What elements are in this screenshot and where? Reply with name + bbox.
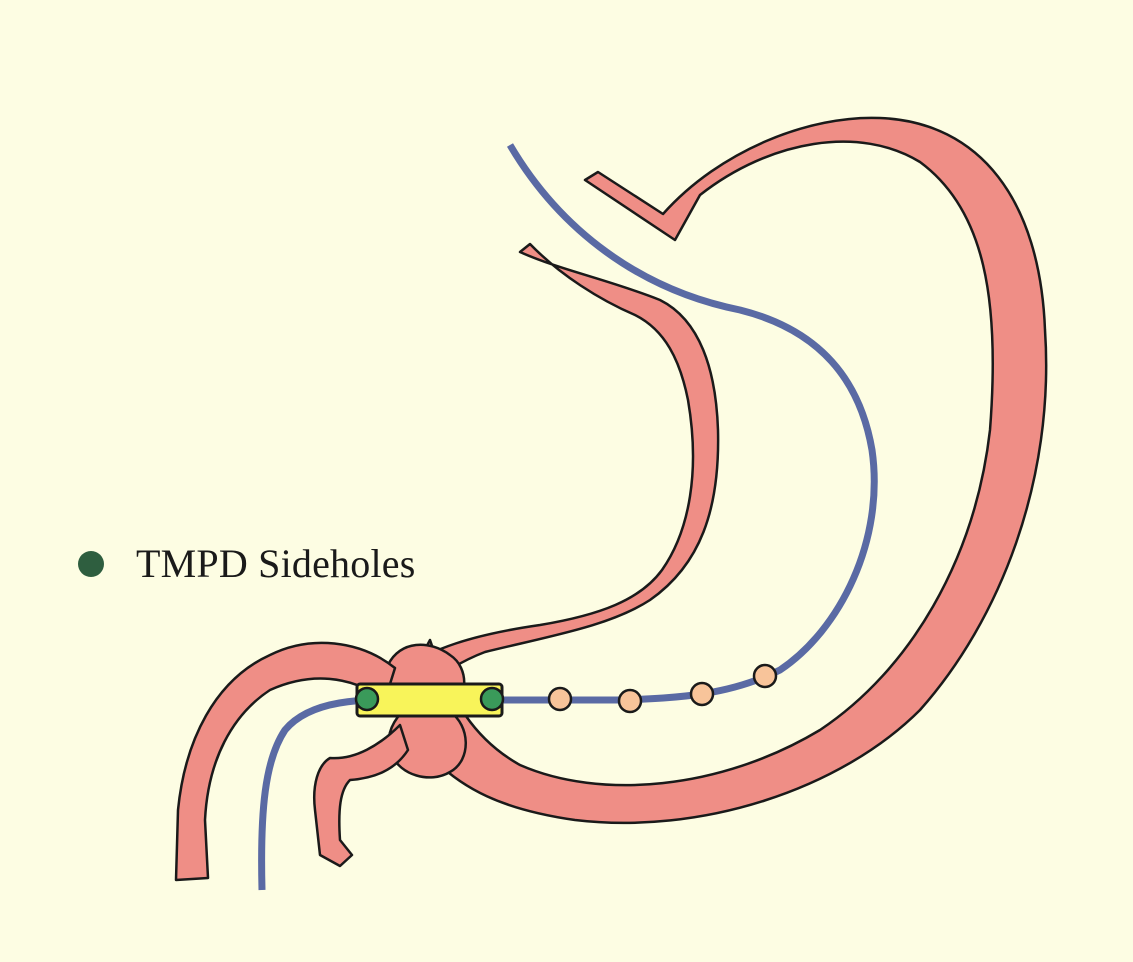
sidehole-proximal: [356, 688, 378, 710]
legend-marker-icon: [78, 551, 104, 577]
point-sensor-1: [549, 688, 571, 710]
sidehole-distal: [481, 688, 503, 710]
legend: TMPD Sideholes: [78, 540, 415, 587]
point-sensor-2: [619, 690, 641, 712]
point-sensor-4: [754, 665, 776, 687]
point-sensor-3: [691, 683, 713, 705]
duodenum-lower-wall: [314, 725, 408, 866]
legend-label: TMPD Sideholes: [136, 540, 415, 587]
lesser-curvature-wall: [386, 244, 718, 705]
